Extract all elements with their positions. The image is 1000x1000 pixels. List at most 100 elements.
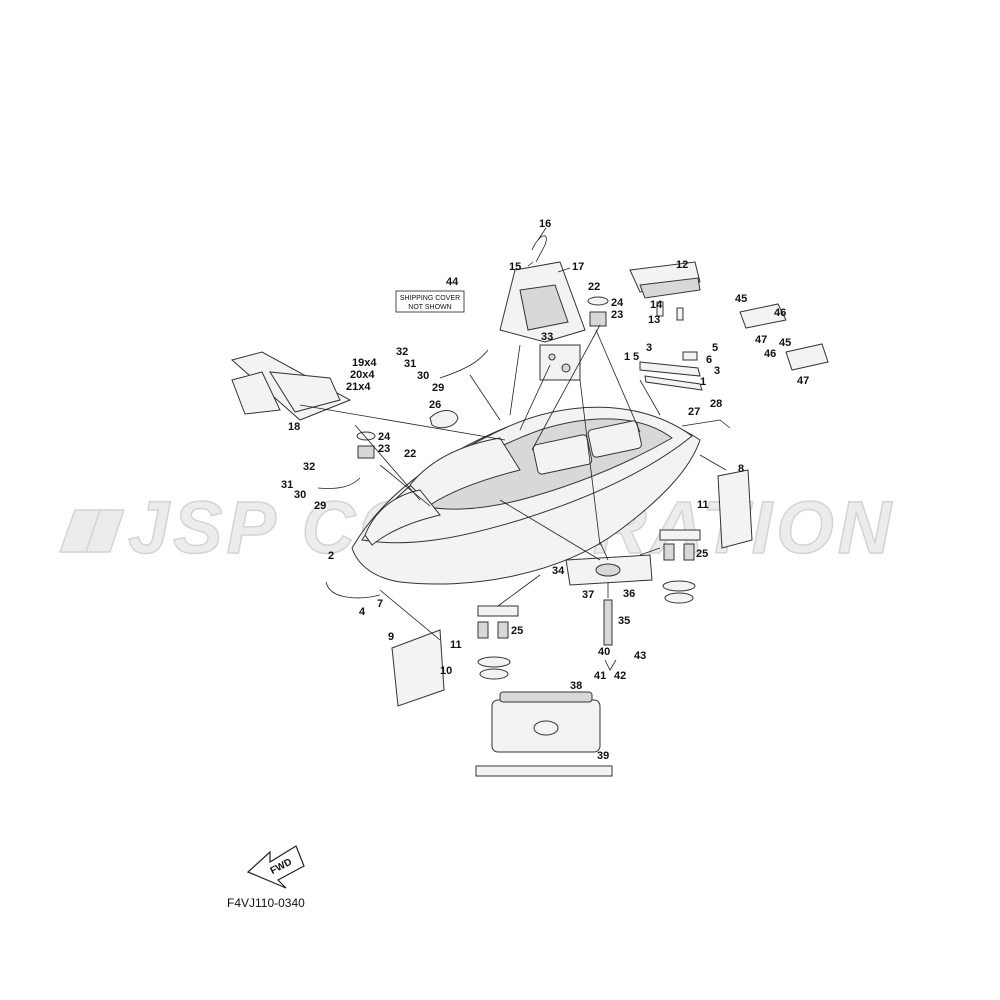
cooler-38 bbox=[491, 691, 601, 753]
part-41: 41 bbox=[594, 670, 606, 682]
part-14: 14 bbox=[650, 299, 663, 311]
part-47-a: 47 bbox=[755, 334, 767, 346]
seat-rear bbox=[587, 420, 642, 458]
cable-16 bbox=[531, 235, 547, 263]
bow-lid bbox=[230, 351, 352, 421]
part-29-a: 29 bbox=[432, 382, 444, 394]
switch-a bbox=[548, 353, 556, 361]
part-46-a: 46 bbox=[774, 307, 786, 319]
part-36: 36 bbox=[623, 588, 635, 600]
part-20x4: 20x4 bbox=[350, 369, 375, 381]
part-46-b: 46 bbox=[764, 348, 776, 360]
cup-holder-left bbox=[357, 445, 375, 459]
part-23-top: 23 bbox=[611, 309, 623, 321]
part-24-left: 24 bbox=[378, 431, 391, 443]
part-21x4: 21x4 bbox=[346, 381, 371, 393]
part-3-a: 3 bbox=[646, 342, 652, 354]
clip-40 bbox=[604, 659, 617, 671]
plate-34-hole bbox=[595, 563, 621, 577]
part-4: 4 bbox=[359, 606, 366, 618]
cleat-6 bbox=[682, 351, 698, 361]
part-12: 12 bbox=[676, 259, 688, 271]
cup-holder-top bbox=[589, 311, 607, 327]
part-10: 10 bbox=[440, 665, 452, 677]
grab-handle-b bbox=[317, 477, 361, 489]
part-28: 28 bbox=[710, 398, 722, 410]
boat-deck bbox=[351, 406, 701, 585]
part-7: 7 bbox=[377, 598, 383, 610]
step-pad-a bbox=[739, 303, 787, 329]
part-31-b: 31 bbox=[281, 479, 293, 491]
part-15: 15 bbox=[509, 261, 521, 273]
cup-ring-top bbox=[587, 296, 609, 306]
seat-front bbox=[532, 434, 593, 475]
part-25-left: 25 bbox=[511, 625, 523, 637]
part-5-a: 5 bbox=[633, 351, 639, 363]
part-45-b: 45 bbox=[779, 337, 791, 349]
part-1-a: 1 bbox=[624, 351, 630, 363]
part-26: 26 bbox=[429, 399, 441, 411]
part-44: 44 bbox=[446, 276, 459, 288]
part-40: 40 bbox=[598, 646, 610, 658]
fwd-arrow-icon: FWD bbox=[246, 845, 305, 889]
windshield bbox=[409, 437, 521, 506]
rail-1a bbox=[644, 375, 703, 391]
part-38: 38 bbox=[570, 680, 582, 692]
cup-ring-left bbox=[356, 431, 376, 441]
part-23-left: 23 bbox=[378, 443, 390, 455]
part-3-b: 3 bbox=[714, 365, 720, 377]
shaft-35 bbox=[603, 599, 613, 646]
hinge-14 bbox=[656, 301, 664, 317]
part-22-top: 22 bbox=[588, 281, 600, 293]
part-2: 2 bbox=[328, 550, 334, 562]
rod-27 bbox=[681, 419, 731, 429]
shipping-cover-note: 44 SHIPPING COVER NOT SHOWN bbox=[395, 276, 465, 313]
watermark-logo-mark-2 bbox=[84, 509, 126, 553]
spring-assembly-left bbox=[477, 605, 519, 680]
shipping-cover-box bbox=[395, 290, 465, 313]
part-6: 6 bbox=[706, 354, 712, 366]
part-25-right: 25 bbox=[696, 548, 708, 560]
part-5-b: 5 bbox=[712, 342, 718, 354]
rail-3a bbox=[639, 361, 701, 377]
grab-handle-a bbox=[439, 349, 489, 379]
part-16: 16 bbox=[539, 218, 551, 230]
mirror-26 bbox=[429, 410, 459, 429]
tower-lid-inner bbox=[519, 284, 569, 331]
part-24-top: 24 bbox=[611, 297, 624, 309]
spring-assembly-right bbox=[659, 529, 701, 604]
shipping-cover-line1: SHIPPING COVER bbox=[400, 295, 460, 302]
part-32-a: 32 bbox=[396, 346, 408, 358]
part-30-b: 30 bbox=[294, 489, 306, 501]
part-17: 17 bbox=[572, 261, 584, 273]
part-18: 18 bbox=[288, 421, 300, 433]
part-8: 8 bbox=[738, 463, 744, 475]
part-29-b: 29 bbox=[314, 500, 326, 512]
part-37: 37 bbox=[582, 589, 594, 601]
hinge-bracket-9 bbox=[391, 629, 445, 707]
part-43: 43 bbox=[634, 650, 646, 662]
bow-compartment bbox=[364, 489, 441, 546]
part-22-left: 22 bbox=[404, 448, 416, 460]
cushion-12-side bbox=[639, 277, 701, 299]
part-9: 9 bbox=[388, 631, 394, 643]
shipping-cover-line2: NOT SHOWN bbox=[408, 304, 451, 311]
part-1-b: 1 bbox=[700, 376, 706, 388]
switch-b bbox=[561, 363, 571, 373]
part-45-a: 45 bbox=[735, 293, 747, 305]
part-13: 13 bbox=[648, 314, 660, 326]
part-19x4: 19x4 bbox=[352, 357, 377, 369]
part-11-left: 11 bbox=[450, 639, 462, 651]
part-27: 27 bbox=[688, 406, 700, 418]
cable-4 bbox=[325, 581, 381, 599]
step-pad-b bbox=[785, 343, 829, 371]
part-11-right: 11 bbox=[697, 499, 709, 511]
switch-panel-33 bbox=[539, 344, 581, 381]
hinge-bracket-8 bbox=[717, 469, 753, 549]
part-34: 34 bbox=[552, 565, 565, 577]
part-labels: 16 15 17 12 22 24 23 14 13 45 46 47 45 4… bbox=[281, 218, 809, 762]
leader-lines bbox=[299, 227, 727, 641]
part-30-a: 30 bbox=[417, 370, 429, 382]
part-35: 35 bbox=[618, 615, 630, 627]
figure-code: F4VJ110-0340 bbox=[227, 896, 305, 910]
